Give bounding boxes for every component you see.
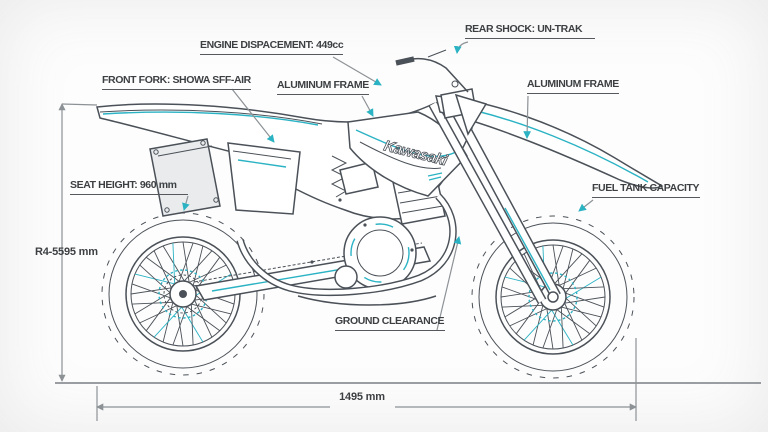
dimension-lines xyxy=(55,103,761,421)
leader-lines xyxy=(182,41,594,331)
label-aluminum-frame-right: ALUMINUM FRAME xyxy=(527,78,619,94)
label-seat-height: SEAT HEIGHT: 960 mm xyxy=(70,179,188,195)
label-ground-clearance: GROUND CLEARANCE xyxy=(335,315,445,331)
label-engine-displacement: ENGINE DISPACEMENT: 449cc xyxy=(200,39,344,55)
label-fuel-tank-capacity: FUEL TANK CAPACITY xyxy=(592,182,700,198)
radiator-shroud: Kawasaki xyxy=(347,111,468,197)
front-fork xyxy=(428,88,664,304)
wheelbase-value: 1495 mm xyxy=(339,391,385,403)
label-aluminum-frame-left: ALUMINUM FRAME xyxy=(277,79,369,95)
label-rear-shock: REAR SHOCK: UN-TRAK xyxy=(465,23,595,39)
label-front-fork: FRONT FORK: SHOWA SFF-AIR xyxy=(102,74,251,90)
side-panel xyxy=(227,142,301,215)
handlebar xyxy=(395,49,469,93)
overall-height-value: R4-5595 mm xyxy=(35,246,98,258)
muffler xyxy=(149,138,221,217)
exhaust-pipe xyxy=(236,193,457,297)
front-number-plate xyxy=(454,93,488,136)
